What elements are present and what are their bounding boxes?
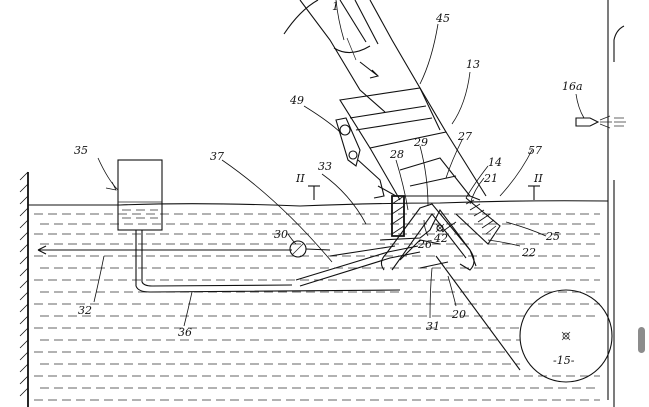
main-arm xyxy=(283,0,487,201)
label-26: 26 xyxy=(417,238,432,251)
label-30: 30 xyxy=(274,228,288,241)
sprayer-16a xyxy=(575,115,626,129)
reference-labels: 1 45 13 16a 49 27 57 35 37 33 28 29 14 2… xyxy=(74,0,583,367)
label-28: 28 xyxy=(389,148,404,161)
label-27: 27 xyxy=(457,130,472,143)
label-35: 35 xyxy=(74,144,88,157)
label-1: 1 xyxy=(332,0,339,13)
pipe-36 xyxy=(37,245,401,293)
label-25: 25 xyxy=(545,230,560,243)
right-frame xyxy=(607,0,625,407)
leader-lines xyxy=(93,0,585,327)
label-14: 14 xyxy=(488,156,502,169)
vertical-scrollbar-thumb[interactable] xyxy=(638,327,645,353)
label-16a: 16a xyxy=(562,80,583,93)
valve-30 xyxy=(289,240,331,258)
label-32: 32 xyxy=(78,304,92,317)
label-31: 31 xyxy=(426,320,440,333)
liquid xyxy=(28,200,609,401)
label-13: 13 xyxy=(466,58,480,71)
nozzle-assembly xyxy=(379,195,521,371)
label-29: 29 xyxy=(413,136,428,149)
label-36: 36 xyxy=(178,326,192,339)
label-49: 49 xyxy=(289,94,304,107)
label-ii-right: II xyxy=(533,172,543,185)
section-markers xyxy=(308,185,540,200)
label-ii-left: II xyxy=(295,172,305,185)
label-33: 33 xyxy=(318,160,332,173)
label-57: 57 xyxy=(528,144,542,157)
label-20: 20 xyxy=(451,308,466,321)
label-21: 21 xyxy=(483,172,498,185)
label-45: 45 xyxy=(435,12,450,25)
label-42: 42 xyxy=(433,232,448,245)
label-37: 37 xyxy=(210,150,224,163)
label-22: 22 xyxy=(521,246,536,259)
tank-wall xyxy=(19,171,29,407)
drum-15 xyxy=(519,289,613,383)
container-35 xyxy=(117,159,163,286)
label-15: -15- xyxy=(553,354,575,367)
